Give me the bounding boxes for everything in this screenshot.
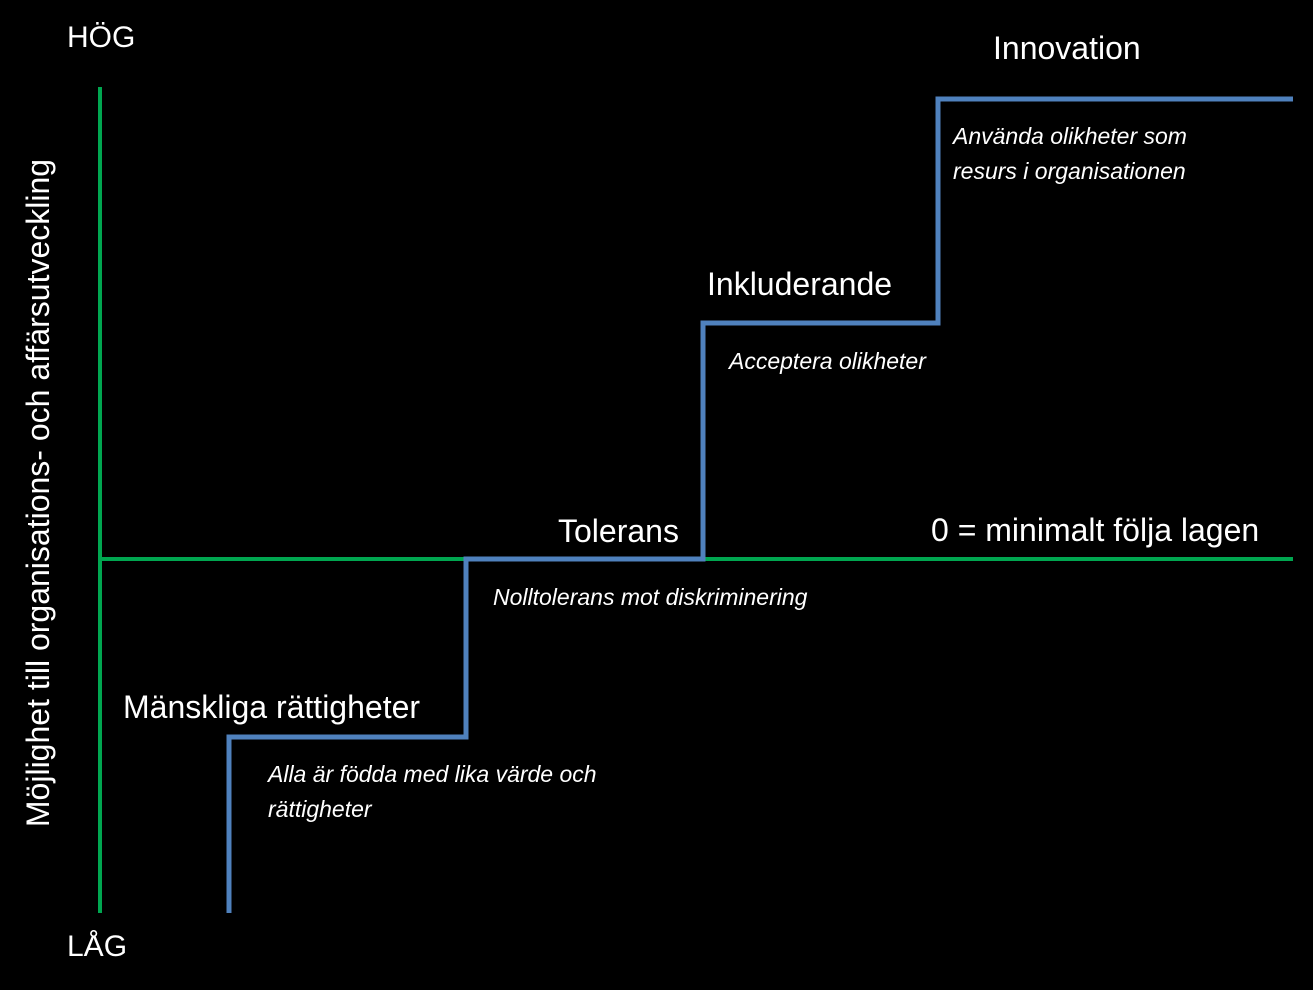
- vertical-axis-title: Möjlighet till organisations- och affärs…: [20, 159, 56, 827]
- axis-high-label: HÖG: [67, 21, 135, 54]
- step-title-tolerance: Tolerans: [558, 513, 679, 549]
- step-title-inclusive: Inkluderande: [707, 266, 892, 302]
- step-desc-human-rights-line-1: Alla är födda med lika värde och: [266, 761, 597, 787]
- baseline-label: 0 = minimalt följa lagen: [931, 512, 1259, 548]
- step-desc-human-rights-line-2: rättigheter: [268, 796, 373, 822]
- axis-low-label: LÅG: [67, 930, 127, 963]
- staircase-line: [226, 96, 1293, 913]
- step-title-human-rights: Mänskliga rättigheter: [123, 689, 420, 725]
- step-desc-inclusive: Acceptera olikheter: [727, 348, 927, 374]
- step-title-innovation: Innovation: [993, 30, 1141, 66]
- step-desc-innovation-line-1: Använda olikheter som: [951, 123, 1187, 149]
- step-desc-tolerance: Nolltolerans mot diskriminering: [493, 584, 808, 610]
- step-desc-innovation-line-2: resurs i organisationen: [953, 158, 1186, 184]
